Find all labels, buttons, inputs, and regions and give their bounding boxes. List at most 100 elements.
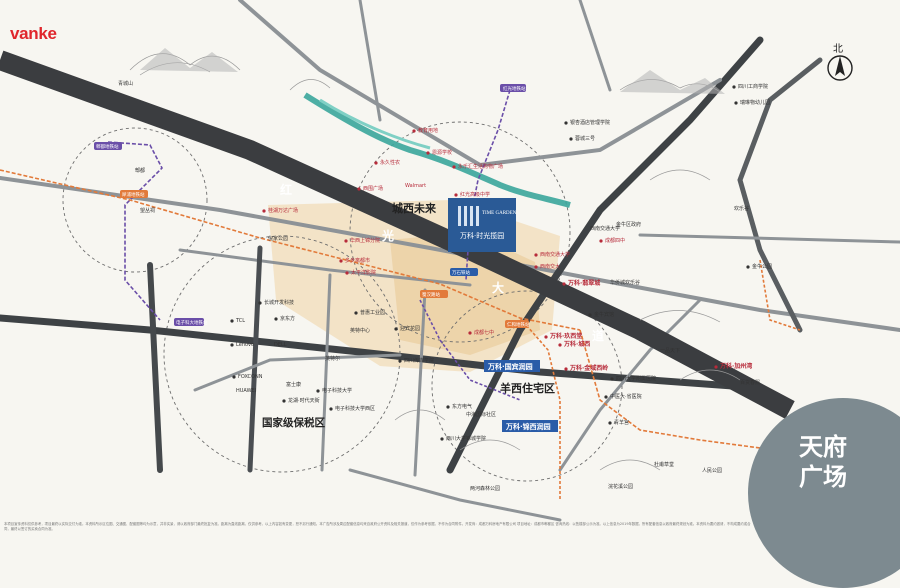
svg-text:倪家公园: 倪家公园 bbox=[268, 235, 288, 242]
svg-text:万科·金域西岭: 万科·金域西岭 bbox=[569, 364, 608, 372]
svg-text:万科·玖西堂: 万科·玖西堂 bbox=[549, 332, 582, 340]
svg-text:万科·加州湾: 万科·加州湾 bbox=[719, 362, 752, 370]
svg-text:HUAWEI: HUAWEI bbox=[236, 388, 256, 394]
svg-text:多步离都市: 多步离都市 bbox=[345, 257, 370, 264]
svg-text:富士康: 富士康 bbox=[286, 381, 301, 388]
svg-text:东方电气: 东方电气 bbox=[452, 403, 472, 410]
svg-text:羊西住宅区: 羊西住宅区 bbox=[500, 381, 555, 395]
svg-text:西川大学锦城学院: 西川大学锦城学院 bbox=[446, 435, 486, 442]
road-char-3: 大 bbox=[492, 280, 504, 295]
svg-text:永乐汇生活购物广场: 永乐汇生活购物广场 bbox=[458, 163, 503, 170]
svg-text:红光高级中学: 红光高级中学 bbox=[460, 191, 490, 198]
svg-text:FOXCONN: FOXCONN bbox=[238, 374, 263, 380]
svg-text:长城开发科技: 长城开发科技 bbox=[264, 299, 294, 306]
area-map: 红 光 大 道 红光地铁站 郫都地铁站 犀浦地铁站 万石铁站 蜀汉路站 电子科大… bbox=[0, 0, 900, 522]
svg-text:电子科技大学西区: 电子科技大学西区 bbox=[335, 405, 375, 412]
svg-text:万科·锦西润园: 万科·锦西润园 bbox=[505, 422, 551, 431]
secondary-roads bbox=[0, 0, 900, 522]
svg-text:太平洋影院: 太平洋影院 bbox=[351, 269, 376, 276]
road-char-2: 光 bbox=[381, 228, 394, 243]
svg-text:华西上锦分院: 华西上锦分院 bbox=[350, 237, 380, 244]
vanke-tags: 万科·国宾润园 万科·锦西润园 bbox=[484, 360, 558, 432]
svg-text:百货春熙: 百货春熙 bbox=[740, 379, 760, 386]
svg-text:红光地铁站: 红光地铁站 bbox=[503, 85, 526, 92]
svg-text:中医大·省医院: 中医大·省医院 bbox=[610, 393, 642, 400]
svg-text:欢乐谷: 欢乐谷 bbox=[734, 205, 749, 212]
svg-text:杜甫草堂: 杜甫草堂 bbox=[654, 461, 674, 468]
svg-text:电子科大地铁站: 电子科大地铁站 bbox=[176, 319, 208, 326]
svg-text:英特尔: 英特尔 bbox=[325, 355, 340, 362]
svg-text:Walmart: Walmart bbox=[405, 183, 426, 189]
svg-text:西南交通大学: 西南交通大学 bbox=[590, 225, 620, 232]
compass-icon bbox=[827, 55, 853, 81]
svg-text:城西未来: 城西未来 bbox=[392, 201, 437, 215]
pidu-circle bbox=[62, 127, 208, 273]
svg-text:四川传媒学院: 四川传媒学院 bbox=[404, 357, 434, 364]
svg-text:迎宾花园: 迎宾花园 bbox=[400, 325, 420, 332]
svg-text:人民公园: 人民公园 bbox=[702, 468, 722, 474]
svg-text:银杏酒店管理学院: 银杏酒店管理学院 bbox=[570, 119, 610, 126]
road-char-1: 红 bbox=[280, 182, 292, 197]
legal-disclaimer: 本项目宣传资料仅供参考，项目最终以实际交付为准。本资料所示区位图、交通图、配套图… bbox=[4, 522, 751, 531]
svg-text:电子科技大学: 电子科技大学 bbox=[322, 387, 352, 394]
svg-text:郫都: 郫都 bbox=[135, 167, 145, 174]
tianfu-square-label: 天府 广场 bbox=[799, 433, 847, 491]
svg-text:金牛宾馆: 金牛宾馆 bbox=[594, 311, 614, 318]
svg-text:一品天下: 一品天下 bbox=[660, 348, 680, 354]
svg-text:青城山: 青城山 bbox=[118, 80, 133, 87]
metro-stations: 红光地铁站 郫都地铁站 犀浦地铁站 万石铁站 蜀汉路站 电子科大地铁站 仁和地铁… bbox=[94, 84, 530, 328]
svg-text:西南交通大学: 西南交通大学 bbox=[540, 251, 570, 258]
river bbox=[303, 92, 571, 208]
svg-text:华侨城欢乐谷: 华侨城欢乐谷 bbox=[610, 279, 640, 286]
svg-text:仁和地铁站: 仁和地铁站 bbox=[507, 321, 530, 328]
svg-text:恩源学校: 恩源学校 bbox=[432, 149, 452, 156]
svg-text:TIME GARDEN: TIME GARDEN bbox=[482, 211, 517, 216]
hongguang-labels: 红 光 大 道 bbox=[280, 182, 604, 343]
svg-text:永久性农: 永久性农 bbox=[380, 159, 400, 166]
svg-text:龙湖·时代天街: 龙湖·时代天街 bbox=[288, 397, 320, 404]
project-marker[interactable]: TIME GARDEN 万科·时光揽园 bbox=[448, 198, 517, 252]
road-char-4: 道 bbox=[592, 328, 604, 343]
svg-text:瑞琳物幼儿园: 瑞琳物幼儿园 bbox=[740, 99, 770, 106]
svg-text:国家级保税区: 国家级保税区 bbox=[262, 416, 325, 429]
chengxi-circle bbox=[349, 121, 571, 343]
svg-text:犀浦地铁站: 犀浦地铁站 bbox=[122, 191, 145, 198]
svg-text:DELL: DELL bbox=[274, 342, 287, 348]
vanke-red-labels: 万科·城西 万科·玖西堂 万科·金域西岭 万科·翡翠城 万科·加州湾 bbox=[549, 279, 752, 372]
compass-north-label: 北 bbox=[833, 44, 843, 55]
vanke-logo: vanke bbox=[10, 24, 57, 43]
poi-labels: 青城山 郫都 望丛祠 倪家公园 教育用地 恩源学校 永乐汇生活购物广场 红光高级… bbox=[118, 80, 772, 492]
svg-text:普惠工业园: 普惠工业园 bbox=[360, 309, 385, 316]
svg-text:中海国际社区: 中海国际社区 bbox=[466, 411, 496, 418]
svg-text:TCL: TCL bbox=[235, 318, 245, 324]
svg-text:蜀汉路站: 蜀汉路站 bbox=[422, 291, 440, 298]
svg-text:郫都地铁站: 郫都地铁站 bbox=[96, 143, 119, 150]
yangxi-circle bbox=[431, 290, 623, 482]
mountain-shading bbox=[140, 48, 725, 94]
svg-text:西南交大: 西南交大 bbox=[540, 263, 560, 270]
svg-text:浣花溪公园: 浣花溪公园 bbox=[608, 483, 633, 490]
svg-text:成都四中: 成都四中 bbox=[605, 237, 625, 244]
svg-text:四川工商学院: 四川工商学院 bbox=[738, 83, 768, 90]
river-branch bbox=[319, 98, 431, 150]
svg-text:万科·城西: 万科·城西 bbox=[563, 340, 590, 348]
svg-text:京东方: 京东方 bbox=[280, 315, 295, 322]
poi-dots-dark bbox=[230, 85, 750, 441]
svg-text:桂湖万达广场: 桂湖万达广场 bbox=[268, 207, 298, 214]
svg-text:万科·翡翠城: 万科·翡翠城 bbox=[567, 279, 600, 287]
svg-text:万科·时光揽园: 万科·时光揽园 bbox=[460, 231, 504, 240]
svg-text:蓉城三号: 蓉城三号 bbox=[575, 135, 595, 142]
svg-text:四川大学附属医院: 四川大学附属医院 bbox=[616, 375, 656, 382]
svg-text:万石铁站: 万石铁站 bbox=[452, 269, 470, 276]
compass bbox=[822, 38, 858, 84]
svg-text:两河森林公园: 两河森林公园 bbox=[470, 485, 500, 492]
svg-text:英特中心: 英特中心 bbox=[350, 327, 370, 334]
svg-text:Lenovo: Lenovo bbox=[236, 342, 254, 348]
svg-text:金牛区政府: 金牛区政府 bbox=[616, 221, 641, 228]
svg-text:万科·国宾润园: 万科·国宾润园 bbox=[487, 362, 533, 371]
svg-text:望丛祠: 望丛祠 bbox=[140, 207, 155, 214]
district-labels: 城西未来 羊西住宅区 国家级保税区 bbox=[262, 201, 555, 429]
svg-text:西围广场: 西围广场 bbox=[363, 185, 383, 192]
svg-text:青羊宫: 青羊宫 bbox=[614, 419, 629, 426]
svg-text:成都七中: 成都七中 bbox=[474, 329, 494, 336]
